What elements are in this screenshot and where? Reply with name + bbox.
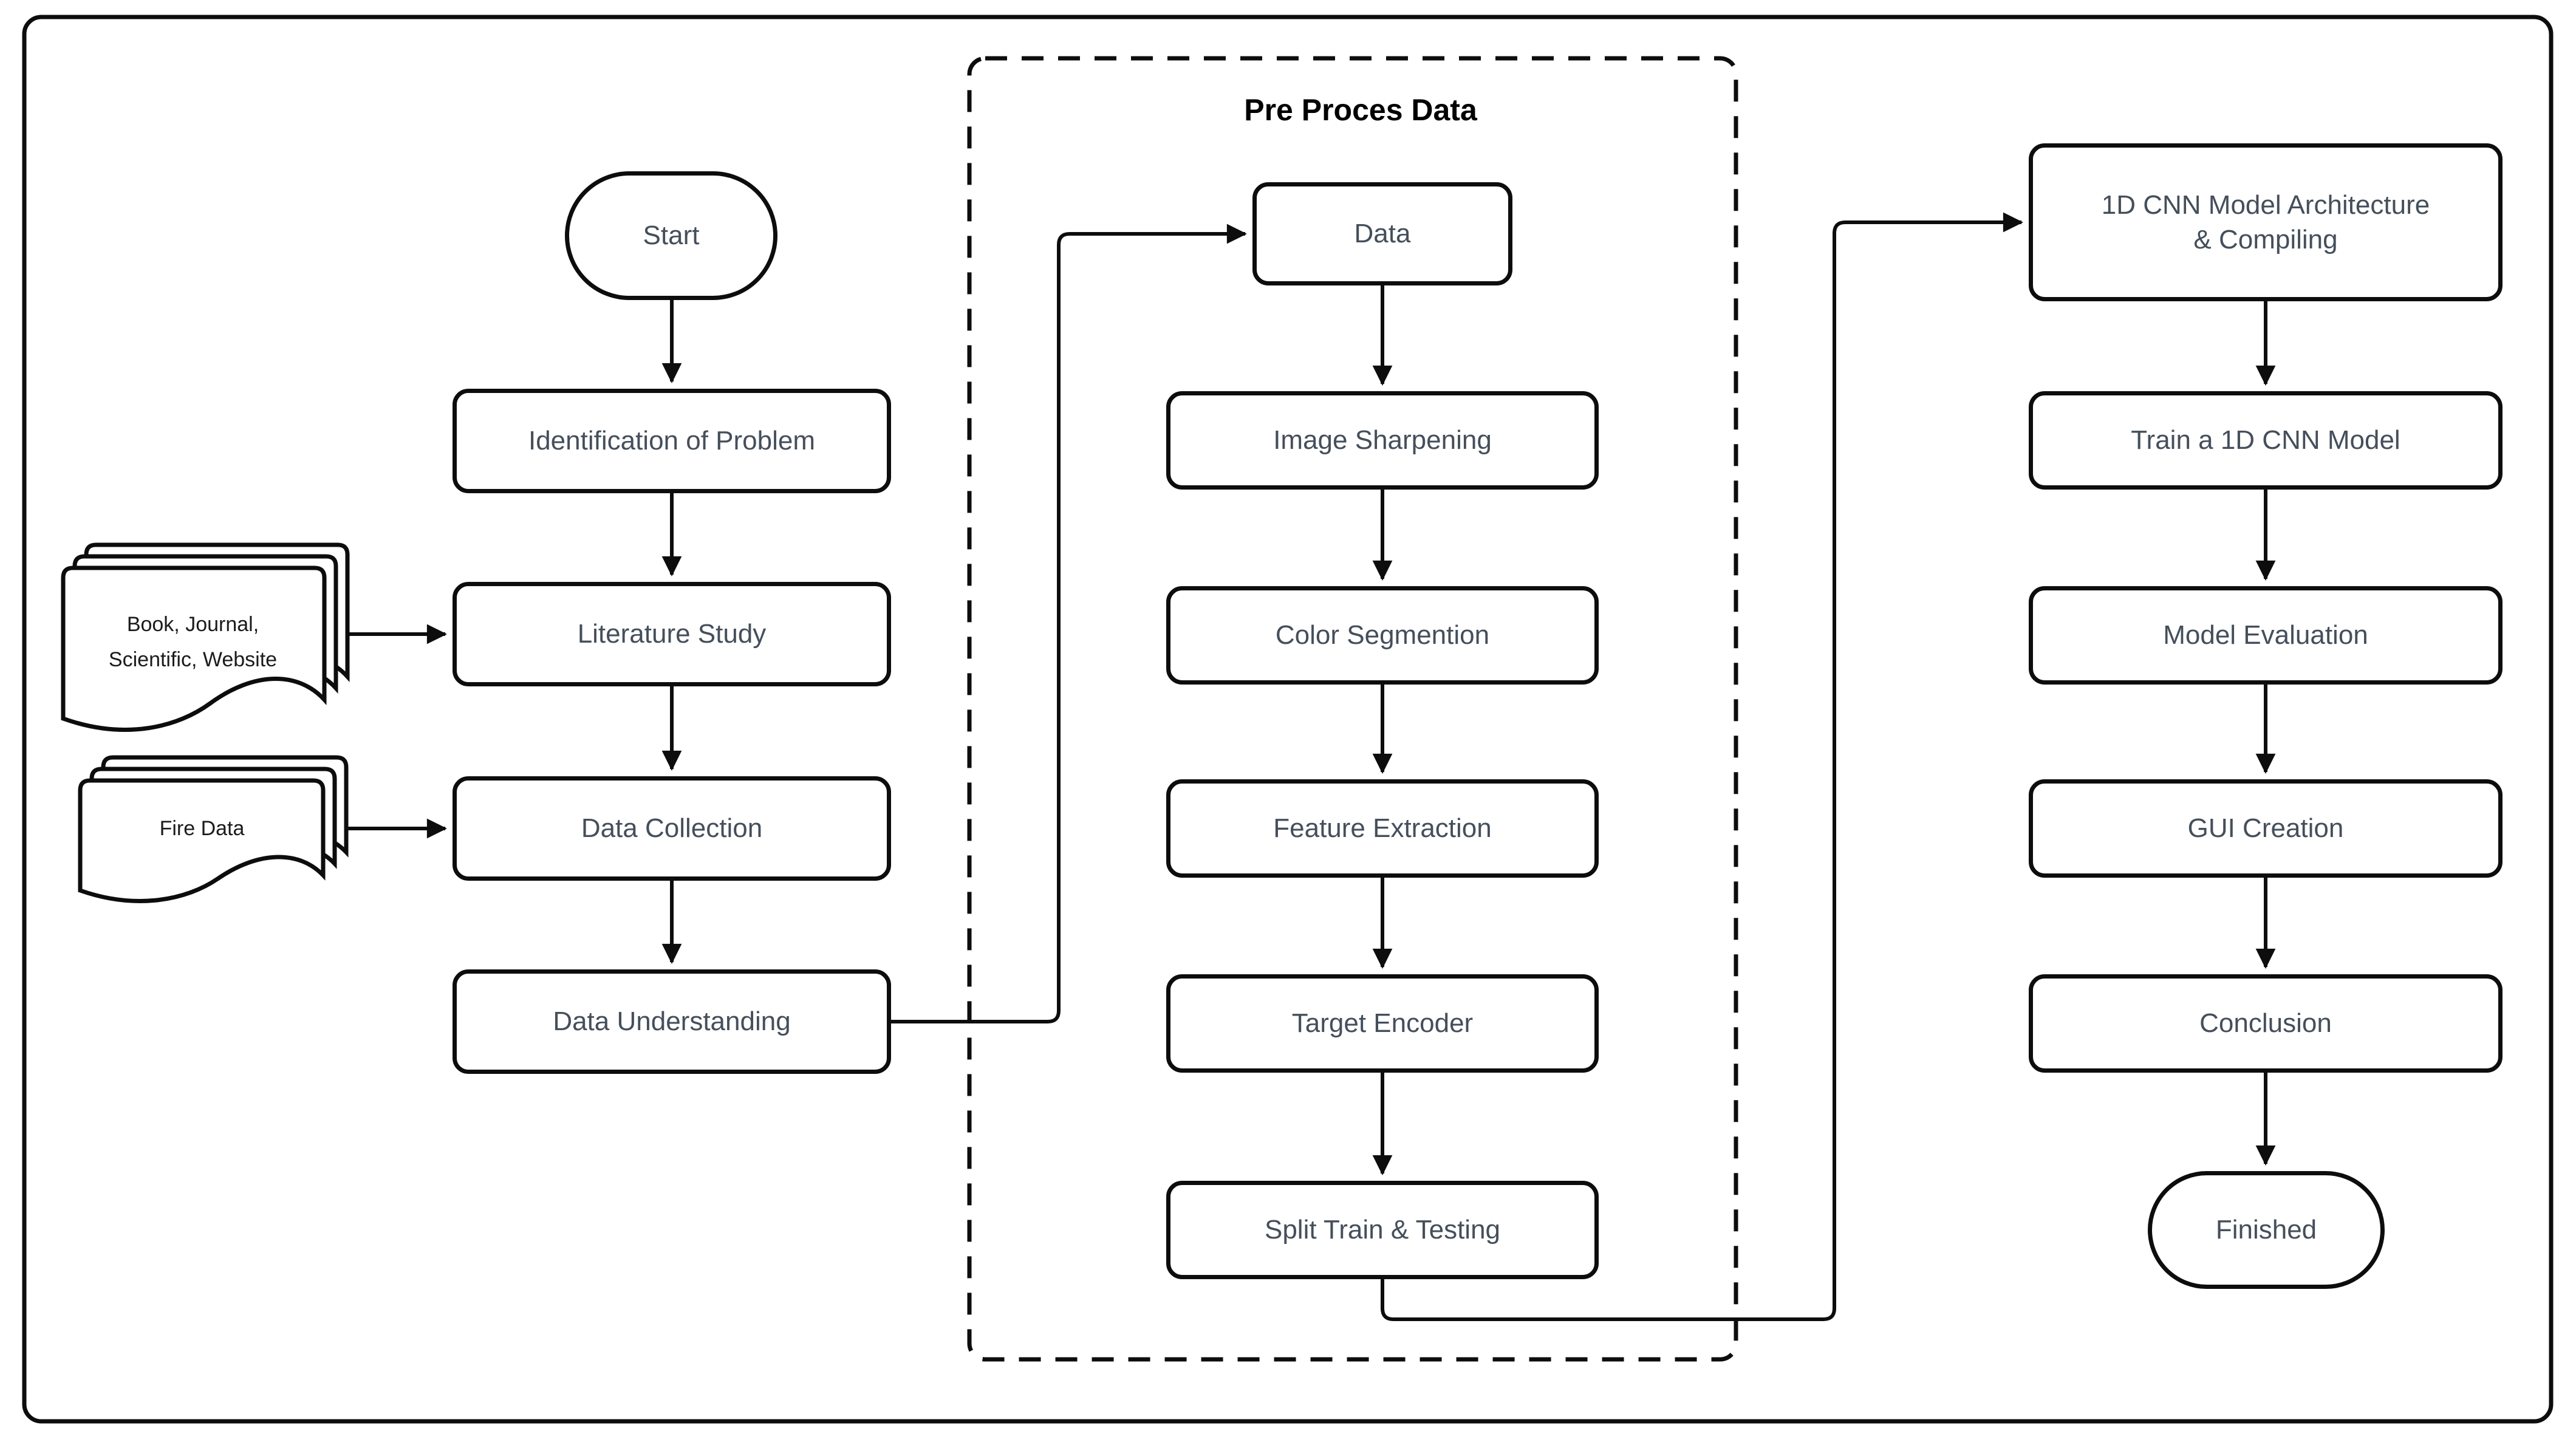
node-split-train-testing: Split Train & Testing [1166, 1181, 1599, 1279]
fire-data-document-icon [78, 755, 349, 903]
node-data-collection: Data Collection [453, 776, 891, 881]
book-journal-document-icon [61, 542, 350, 732]
node-color-segmention: Color Segmention [1166, 586, 1599, 685]
edge-split-train-to-cnn-architecture [1381, 212, 2023, 1321]
node-identification-of-problem: Identification of Problem [453, 389, 891, 493]
edge-data-understanding-to-data [891, 224, 1247, 1023]
fire-data-label-line1: Fire Data [159, 817, 245, 841]
preprocess-container-title: Pre Proces Data [1244, 93, 1477, 127]
book-journal-label-line2: Scientific, Website [108, 648, 278, 671]
node-finished: Finished [2148, 1171, 2385, 1289]
node-start: Start [565, 171, 777, 300]
preprocess-container-border [967, 56, 1738, 1362]
book-journal-label-line1: Book, Journal, [126, 613, 259, 637]
node-conclusion: Conclusion [2029, 974, 2503, 1073]
node-data: Data [1252, 182, 1512, 285]
node-feature-extraction: Feature Extraction [1166, 779, 1599, 878]
cnn-architecture-line1: 1D CNN Model Architecture [2101, 190, 2430, 220]
book-journal-document-label: Book, Journal, Scientific, Website [67, 582, 319, 703]
node-image-sharpening: Image Sharpening [1166, 391, 1599, 490]
node-model-evaluation: Model Evaluation [2029, 586, 2503, 685]
cnn-architecture-line2: & Compiling [2193, 225, 2338, 254]
node-cnn-architecture-compiling: 1D CNN Model Architecture & Compiling [2029, 143, 2503, 301]
fire-data-document-label: Fire Data [85, 790, 319, 869]
node-target-encoder: Target Encoder [1166, 974, 1599, 1073]
node-data-understanding: Data Understanding [453, 969, 891, 1074]
outer-border [22, 15, 2554, 1424]
node-literature-study: Literature Study [453, 582, 891, 686]
node-gui-creation: GUI Creation [2029, 779, 2503, 878]
node-train-1d-cnn-model: Train a 1D CNN Model [2029, 391, 2503, 490]
